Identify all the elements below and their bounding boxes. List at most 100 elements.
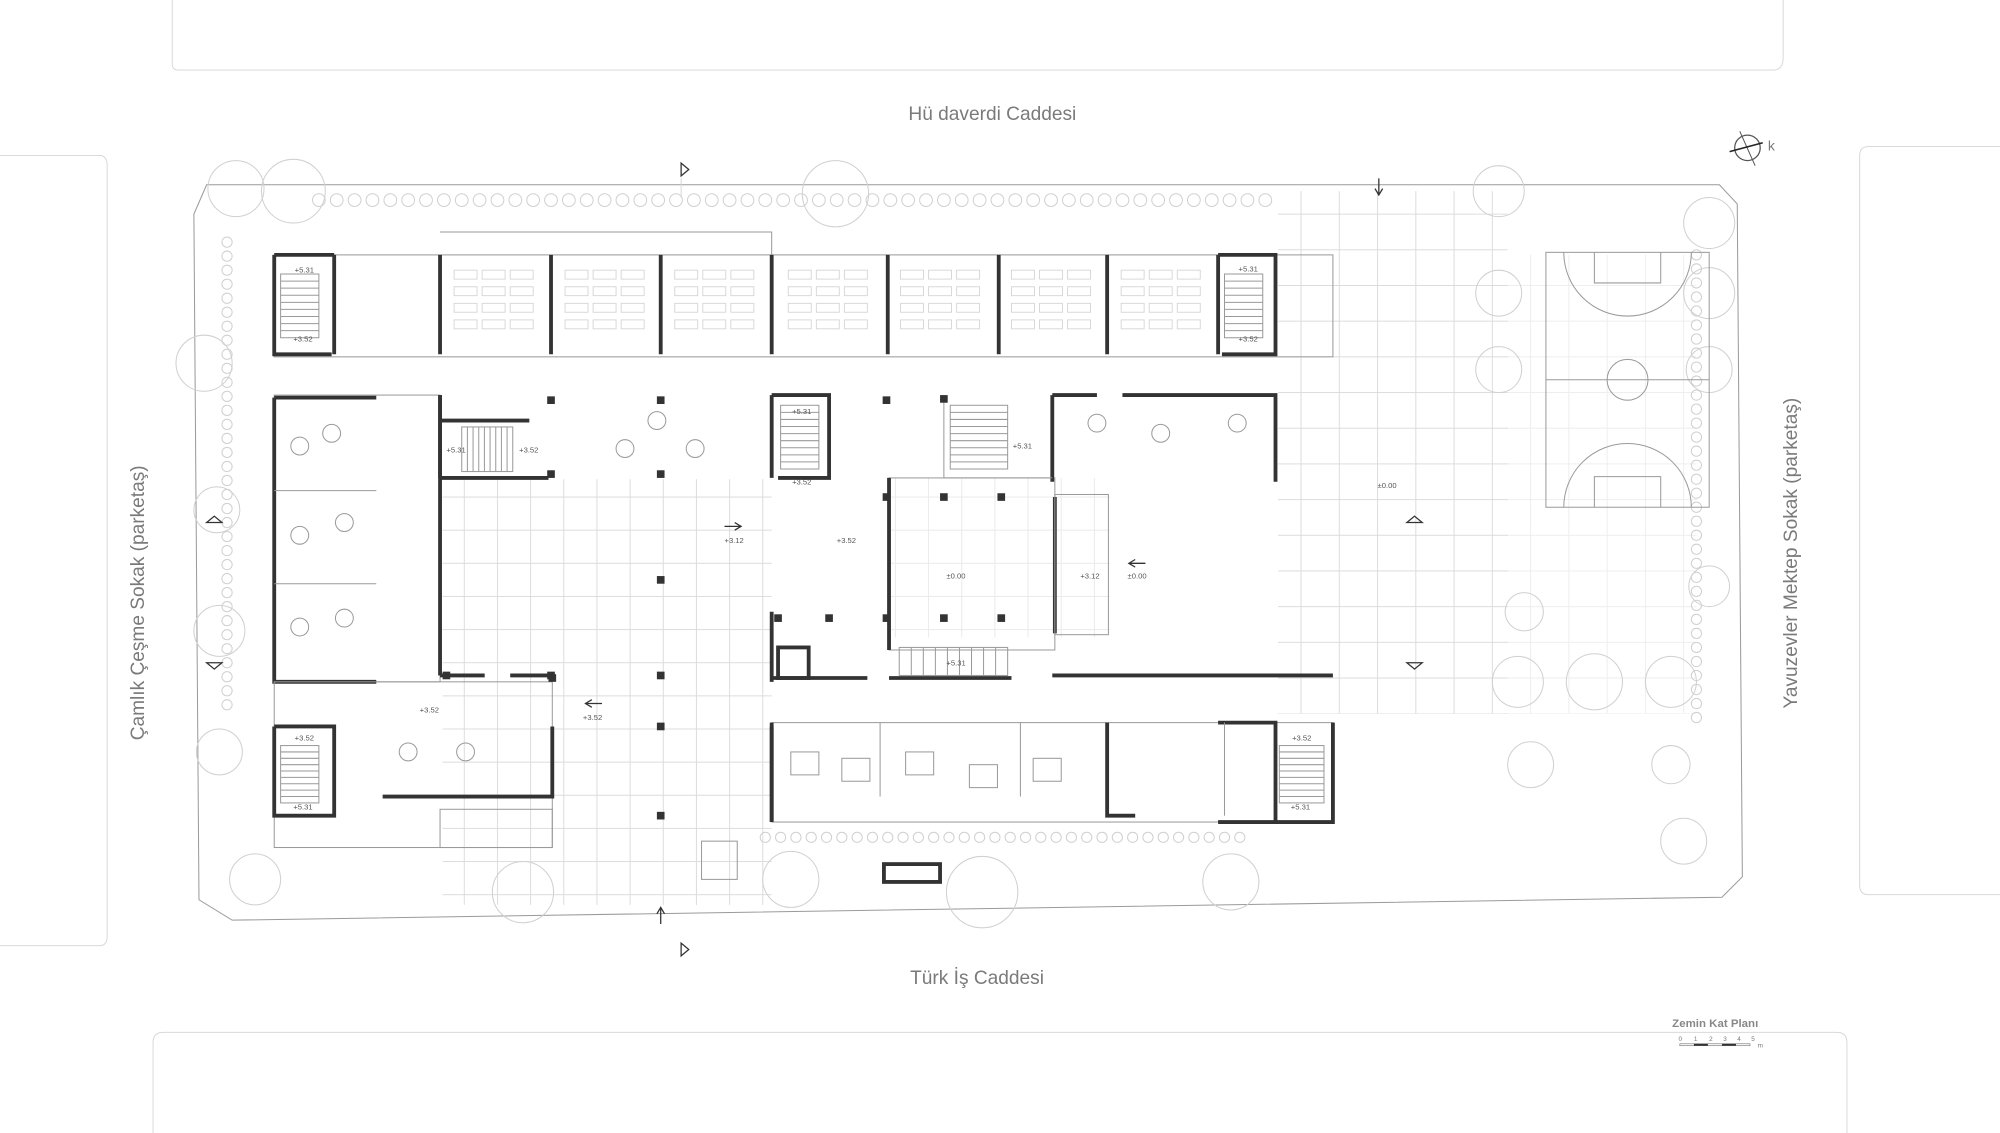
level-label: +5.31 bbox=[293, 802, 312, 811]
shrub-icon bbox=[1115, 193, 1130, 207]
shrub-icon bbox=[221, 362, 233, 374]
shrub-icon bbox=[851, 831, 863, 843]
courtyard-paving bbox=[442, 479, 772, 905]
desk bbox=[1011, 269, 1035, 280]
shrub-icon bbox=[221, 587, 233, 599]
desk bbox=[1039, 286, 1063, 297]
column bbox=[547, 470, 555, 478]
stair-outline bbox=[280, 745, 320, 804]
staircase bbox=[1223, 273, 1264, 339]
desk bbox=[730, 302, 755, 313]
stair-outline bbox=[461, 426, 514, 473]
desk bbox=[674, 302, 699, 313]
desk bbox=[620, 269, 645, 280]
tree-icon bbox=[195, 728, 243, 776]
shrub-icon bbox=[1172, 831, 1185, 843]
shrub-icon bbox=[958, 831, 970, 843]
shrub-icon bbox=[221, 530, 233, 543]
tree-icon bbox=[1683, 197, 1736, 250]
shrub-icon bbox=[1690, 375, 1703, 387]
shrub-icon bbox=[912, 831, 924, 843]
tree-icon bbox=[1660, 817, 1708, 865]
shrub-icon bbox=[633, 193, 648, 207]
shrub-icon bbox=[1111, 831, 1123, 843]
desk bbox=[481, 286, 506, 297]
shrub-icon bbox=[221, 657, 233, 669]
shrub-icon bbox=[597, 193, 612, 207]
street-name-north: Hü daverdi Caddesi bbox=[908, 104, 1076, 125]
shrub-icon bbox=[311, 193, 326, 207]
shrub-icon bbox=[221, 699, 233, 711]
shrub-icon bbox=[1186, 193, 1201, 207]
desk bbox=[787, 286, 812, 297]
desk bbox=[592, 319, 617, 330]
shrub-icon bbox=[544, 193, 558, 207]
office-desk bbox=[905, 751, 935, 776]
shrub-icon bbox=[221, 516, 233, 529]
shrub-icon bbox=[936, 193, 951, 207]
shrub-icon bbox=[1081, 831, 1093, 843]
tree-icon bbox=[260, 158, 326, 224]
desk bbox=[928, 319, 952, 330]
shrub-icon bbox=[1690, 585, 1703, 597]
desk bbox=[509, 319, 534, 330]
table-group bbox=[1151, 423, 1171, 443]
desk bbox=[564, 269, 589, 280]
shrub-icon bbox=[508, 193, 523, 207]
desk bbox=[453, 302, 478, 313]
shrub-icon bbox=[669, 193, 683, 207]
shrub-icon bbox=[221, 404, 233, 416]
tree-icon bbox=[762, 850, 820, 908]
tree-icon bbox=[1475, 269, 1523, 317]
shrub-icon bbox=[805, 831, 817, 843]
desk bbox=[787, 319, 812, 330]
shrub-icon bbox=[1690, 557, 1703, 569]
shrub-icon bbox=[759, 831, 771, 843]
level-label: +3.52 bbox=[837, 536, 856, 545]
level-label: +5.31 bbox=[295, 266, 314, 275]
desk bbox=[620, 302, 645, 313]
desk bbox=[453, 269, 478, 280]
shrub-icon bbox=[221, 292, 233, 304]
desk bbox=[702, 286, 727, 297]
tree-icon bbox=[175, 334, 233, 392]
shrub-icon bbox=[865, 193, 880, 207]
shrub-icon bbox=[221, 671, 233, 683]
level-label: +5.31 bbox=[446, 445, 465, 454]
desk bbox=[453, 286, 478, 297]
tree-icon bbox=[207, 160, 265, 218]
shrub-icon bbox=[221, 334, 233, 346]
table-group bbox=[290, 436, 310, 456]
shrub-icon bbox=[722, 193, 737, 207]
desk bbox=[900, 286, 924, 297]
column bbox=[656, 811, 665, 820]
shrub-icon bbox=[221, 376, 233, 388]
desk bbox=[592, 302, 617, 313]
desk bbox=[787, 269, 812, 280]
column bbox=[656, 671, 665, 680]
shrub-icon bbox=[221, 544, 233, 557]
desk bbox=[900, 269, 924, 280]
shrub-icon bbox=[221, 446, 233, 459]
shrub-icon bbox=[221, 236, 233, 248]
shrub-icon bbox=[1690, 613, 1703, 625]
desk bbox=[1120, 286, 1145, 297]
column bbox=[656, 396, 665, 405]
shrub-icon bbox=[1157, 831, 1169, 843]
desk bbox=[843, 302, 868, 313]
desk bbox=[620, 319, 645, 330]
shrub-icon bbox=[347, 193, 362, 207]
table-group bbox=[290, 525, 310, 545]
desk bbox=[1039, 319, 1063, 330]
column bbox=[442, 671, 451, 680]
shrub-icon bbox=[883, 193, 898, 207]
tree-icon bbox=[1688, 565, 1731, 608]
shrub-icon bbox=[383, 193, 398, 207]
scale-tick: 0 bbox=[1679, 1036, 1683, 1043]
tree-icon bbox=[193, 486, 241, 534]
shrub-icon bbox=[972, 193, 987, 207]
columns bbox=[442, 395, 1006, 820]
shrub-icon bbox=[1690, 445, 1703, 457]
